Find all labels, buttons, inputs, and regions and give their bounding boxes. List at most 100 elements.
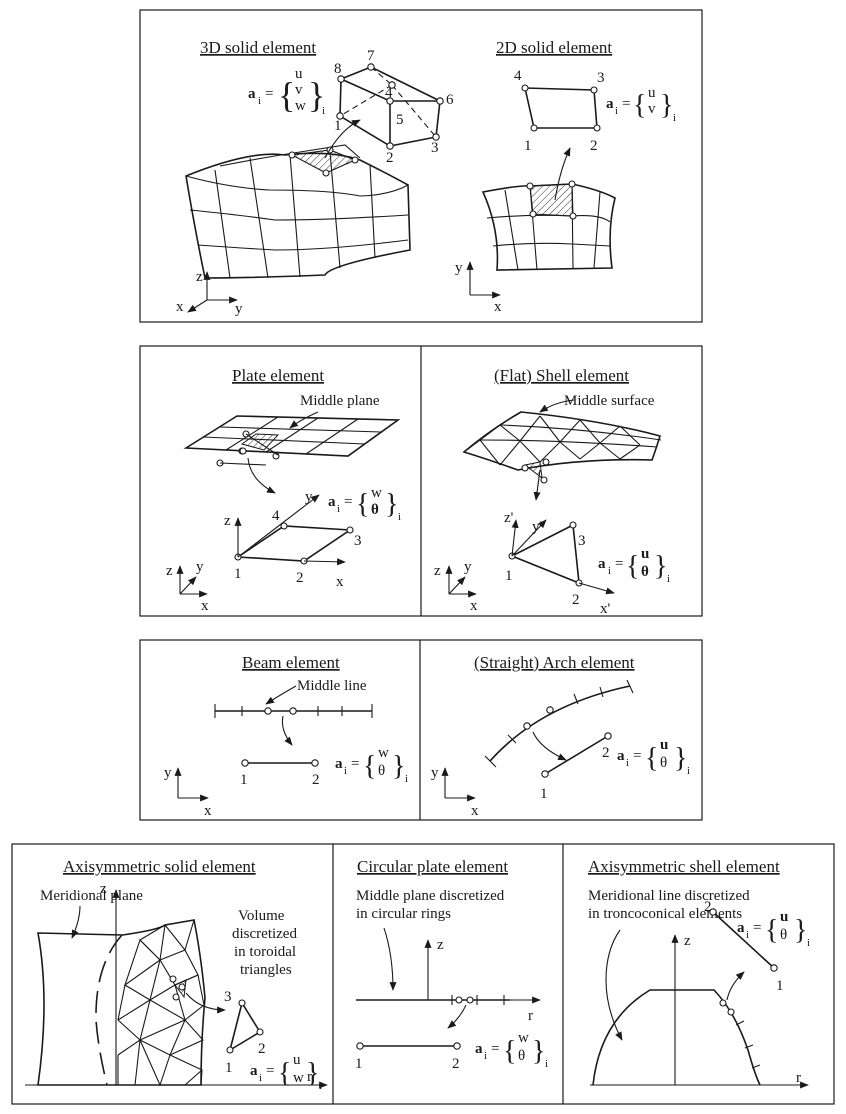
svg-text:z: z [196, 269, 203, 285]
svg-text:x: x [494, 299, 502, 315]
svg-text:u: u [648, 85, 656, 101]
svg-text:i: i [322, 105, 325, 117]
svg-text:{: { [645, 743, 658, 774]
svg-text:=: = [491, 1041, 499, 1057]
svg-text:3: 3 [431, 140, 439, 156]
svg-text:=: = [622, 96, 630, 112]
shell-element: z' y' x' 3 2 1 [504, 510, 615, 617]
svg-text:}: } [306, 1058, 319, 1089]
svg-text:y: y [196, 559, 204, 575]
svg-text:1: 1 [234, 566, 242, 582]
svg-text:1: 1 [776, 978, 784, 994]
svg-text:{: { [626, 551, 639, 582]
svg-text:4: 4 [272, 508, 280, 524]
svg-text:θ: θ [378, 763, 385, 779]
svg-text:u: u [780, 909, 788, 925]
axes-arch: y x [431, 765, 479, 819]
svg-text:a: a [737, 920, 745, 936]
toroidal-triangle-mesh [117, 919, 205, 1087]
dof-vector-2d: a i = { u v } i [606, 85, 676, 124]
svg-text:a: a [248, 86, 256, 102]
svg-text:2: 2 [258, 1041, 266, 1057]
svg-text:i: i [405, 773, 408, 785]
svg-text:i: i [344, 765, 347, 777]
dof-vector-beam: a i = { w θ } i [335, 745, 408, 785]
svg-text:a: a [598, 556, 606, 572]
svg-text:i: i [258, 95, 261, 107]
svg-text:z: z [437, 937, 444, 953]
svg-text:{: { [278, 75, 295, 115]
svg-text:}: } [654, 551, 667, 582]
axes-beam: y x [164, 765, 212, 819]
panel-shell: (Flat) Shell element Middle surface [434, 366, 670, 617]
svg-text:1: 1 [334, 118, 342, 134]
svg-text:x: x [176, 299, 184, 315]
svg-text:a: a [335, 756, 343, 772]
dof-vector-arch: a i = { u θ } i [617, 737, 690, 777]
svg-text:v: v [648, 101, 656, 117]
svg-text:i: i [746, 929, 749, 941]
svg-text:1: 1 [524, 138, 532, 154]
dof-vector-3d: a i = { u v w } i [248, 66, 325, 117]
svg-text:w: w [378, 745, 389, 761]
svg-text:2: 2 [602, 745, 610, 761]
svg-text:i: i [667, 573, 670, 585]
note-meridional-plane: Meridional plane [40, 888, 143, 904]
title-axisym-shell: Axisymmetric shell element [588, 857, 780, 876]
plate-element: z y x 4 3 2 1 [224, 489, 362, 590]
svg-text:}: } [392, 751, 405, 782]
panel-arch: (Straight) Arch element 1 2 a i = { u θ … [431, 653, 690, 819]
svg-text:triangles: triangles [240, 962, 292, 978]
svg-text:θ: θ [641, 564, 649, 580]
title-beam: Beam element [242, 653, 340, 672]
brick-element: 8 7 6 3 2 1 4 5 [334, 48, 454, 166]
svg-text:u: u [641, 546, 649, 562]
svg-text:θ: θ [660, 755, 667, 771]
svg-text:i: i [615, 105, 618, 117]
svg-text:a: a [475, 1041, 483, 1057]
svg-text:r: r [307, 1069, 312, 1085]
svg-text:in troncoconical elements: in troncoconical elements [588, 906, 742, 922]
svg-text:}: } [532, 1036, 545, 1067]
svg-text:y: y [455, 260, 463, 276]
svg-text:2: 2 [704, 899, 712, 915]
svg-text:3: 3 [354, 533, 362, 549]
hatched-element-shell [523, 461, 543, 480]
dof-vector-axisym-shell: a i = { u θ } i [737, 909, 810, 949]
svg-text:r: r [528, 1008, 533, 1024]
svg-text:y: y [235, 301, 243, 317]
svg-text:1: 1 [505, 568, 513, 584]
svg-text:2: 2 [452, 1056, 460, 1072]
svg-text:Meridional line discretized: Meridional line discretized [588, 888, 750, 904]
svg-text:4: 4 [514, 68, 522, 84]
svg-text:z: z [166, 563, 173, 579]
svg-text:a: a [328, 494, 336, 510]
svg-text:}: } [794, 915, 807, 946]
svg-text:i: i [484, 1050, 487, 1062]
svg-text:discretized: discretized [232, 926, 297, 942]
note-middle-surface: Middle surface [564, 393, 655, 409]
dof-vector-axisym-solid: a i = { u w } i [250, 1052, 322, 1092]
svg-text:{: { [633, 90, 646, 121]
svg-text:2: 2 [572, 592, 580, 608]
svg-text:i: i [807, 937, 810, 949]
svg-text:x: x [204, 803, 212, 819]
svg-text:{: { [765, 915, 778, 946]
svg-text:x: x [471, 803, 479, 819]
svg-text:y: y [164, 765, 172, 781]
title-shell: (Flat) Shell element [494, 366, 629, 385]
note-middle-line: Middle line [297, 678, 367, 694]
title-2d-solid: 2D solid element [496, 38, 612, 57]
note-middle-plane: Middle plane [300, 393, 380, 409]
title-circular-plate: Circular plate element [357, 857, 508, 876]
axes-shell: z y x [434, 559, 478, 614]
svg-text:1: 1 [355, 1056, 363, 1072]
svg-text:=: = [344, 494, 352, 510]
svg-text:i: i [608, 565, 611, 577]
svg-text:{: { [503, 1036, 516, 1067]
svg-text:2: 2 [590, 138, 598, 154]
svg-text:i: i [337, 503, 340, 515]
svg-text:}: } [660, 90, 673, 121]
svg-text:2: 2 [312, 772, 320, 788]
